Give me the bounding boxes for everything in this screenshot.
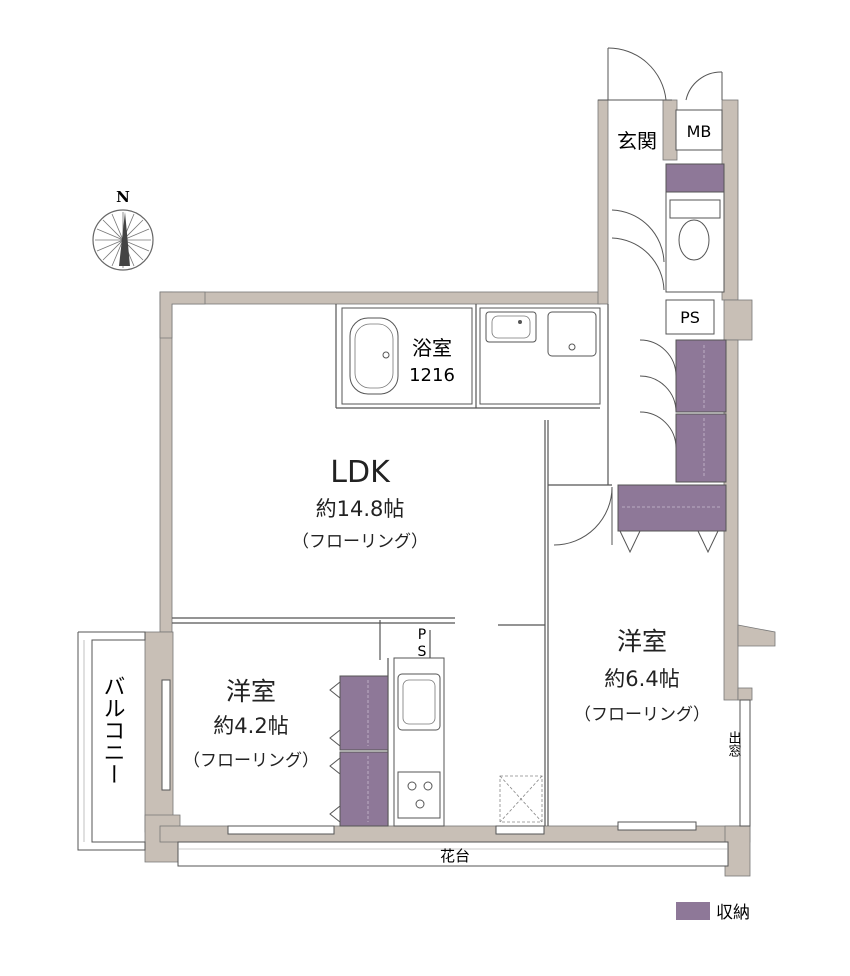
doors [553, 47, 723, 546]
legend-storage-label: 収納 [716, 903, 750, 923]
entrance-area: MB PS 玄関 [598, 99, 725, 335]
compass-ring [92, 209, 154, 271]
western-room-left-floor: （フローリング） [183, 751, 319, 771]
bathroom: 浴室 1216 [341, 307, 473, 405]
toilet-icon [678, 219, 710, 261]
sink-icon [485, 311, 537, 343]
bay-window-label: 出窓 [726, 731, 742, 757]
partitions [172, 304, 612, 826]
kitchen-sink-icon [397, 673, 441, 731]
bathtub-icon [349, 317, 399, 395]
western-room-left-area: 約4.2帖 [213, 714, 288, 738]
western-room-left-labels: 洋室 約4.2帖 （フローリング） [183, 677, 319, 771]
legend: 収納 [676, 902, 750, 923]
stove-icon [397, 771, 441, 819]
kitchen [393, 657, 543, 827]
legend-storage-swatch [676, 902, 710, 920]
ldk-name: LDK [330, 455, 391, 490]
storage-detail-lines [367, 345, 722, 822]
refrigerator-space [499, 775, 543, 823]
compass-north-label: N [116, 188, 130, 206]
toilet [665, 191, 725, 293]
bathroom-name: 浴室 [412, 336, 452, 360]
western-room-left-name: 洋室 [226, 677, 276, 706]
pipe-space-label: PS [680, 308, 700, 327]
pipe-space-2-bottom: S [418, 644, 427, 660]
pipe-space-2-top: P [418, 627, 426, 643]
western-room-right-floor: （フローリング） [574, 705, 710, 725]
balcony-label: バルコニー [100, 675, 125, 785]
walls [144, 99, 776, 877]
flower-bed: 花台 [177, 841, 729, 867]
ldk-floor: （フローリング） [292, 532, 428, 552]
compass-needle-icon [119, 212, 130, 266]
pipe-space-2: P S [418, 627, 427, 660]
storage-door-marks [329, 530, 719, 823]
compass: N [92, 188, 154, 271]
western-room-right-labels: 洋室 約6.4帖 （フローリング） [574, 627, 710, 725]
windows [161, 679, 751, 835]
bathroom-size: 1216 [409, 365, 455, 386]
meter-box-label: MB [687, 122, 712, 141]
storage-units [339, 339, 727, 827]
washing-machine-icon [547, 311, 597, 357]
flower-bed-label: 花台 [440, 847, 470, 865]
ldk-labels: LDK 約14.8帖 （フローリング） [292, 455, 428, 552]
ldk-area: 約14.8帖 [316, 497, 405, 521]
western-room-right-name: 洋室 [617, 627, 667, 656]
washroom [479, 307, 601, 405]
entrance-label: 玄関 [617, 129, 657, 153]
western-room-right-area: 約6.4帖 [604, 667, 679, 691]
balcony: バルコニー [77, 631, 146, 851]
